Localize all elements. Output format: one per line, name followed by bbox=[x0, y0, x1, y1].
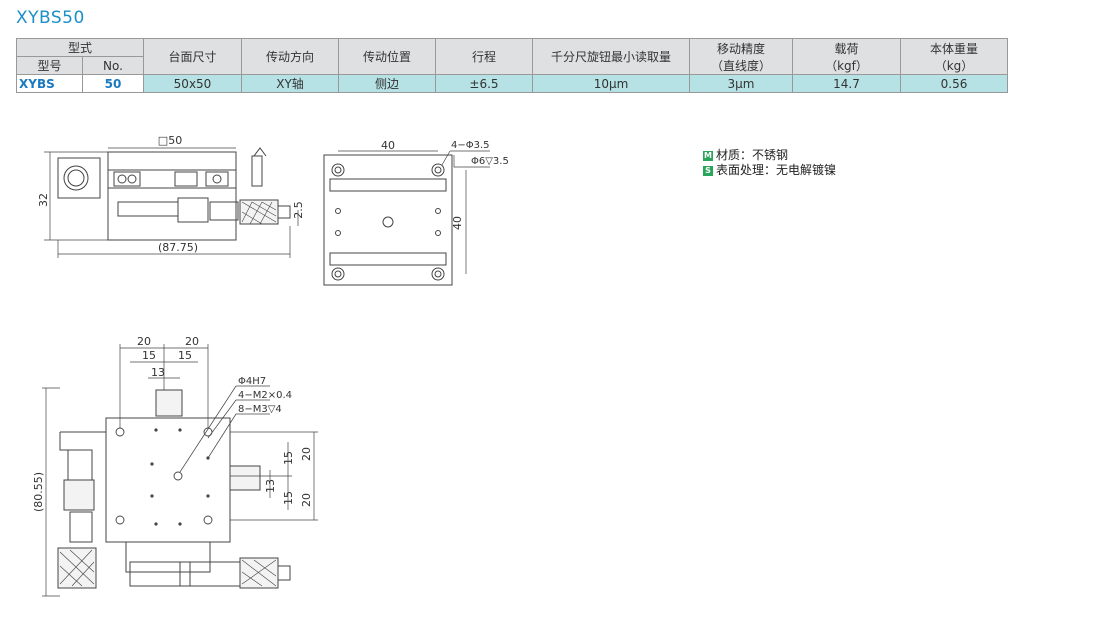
right-dim-15a: 15 bbox=[282, 451, 295, 465]
center-pin-hole bbox=[173, 471, 183, 481]
cell-position: 侧边 bbox=[338, 74, 436, 93]
surface-text: 表面处理：无电解镀镍 bbox=[716, 163, 837, 177]
knob-circle bbox=[63, 165, 89, 191]
right-dim-20a: 20 bbox=[300, 447, 313, 461]
center-hole bbox=[382, 216, 394, 228]
top-knob bbox=[155, 389, 183, 417]
side-view-drawing: □50 32 2.5 (87.75) bbox=[37, 134, 305, 258]
cell-part-number: XYBS bbox=[16, 74, 83, 93]
left-dim-total: (80.55) bbox=[32, 472, 45, 512]
right-dim-20b: 20 bbox=[300, 493, 313, 507]
front-hole-label-1: 4−Φ3.5 bbox=[451, 140, 490, 151]
top-view-drawing: 20 20 15 15 13 Φ4H7 4−M2×0.4 8−M3▽4 15 2… bbox=[32, 335, 318, 597]
cell-load: 14.7 bbox=[792, 74, 901, 93]
col-accuracy: 移动精度（直线度） bbox=[689, 38, 793, 75]
type-group-header: 型式 bbox=[16, 38, 144, 57]
surface-badge: S bbox=[703, 165, 713, 176]
cell-table-size: 50x50 bbox=[143, 74, 242, 93]
callout-m3-holes: 8−M3▽4 bbox=[238, 404, 282, 415]
col-weight: 本体重量（kg） bbox=[900, 38, 1008, 75]
dim-total-label: (87.75) bbox=[158, 241, 198, 254]
table-row: XYBS 50 50x50 XY轴 侧边 ±6.5 10μm 3μm 14.7 … bbox=[16, 74, 1008, 93]
top-dim-13: 13 bbox=[151, 366, 165, 379]
knob-inner bbox=[67, 169, 85, 187]
front-hole-label-2: Φ6▽3.5 bbox=[471, 156, 509, 167]
cell-micrometer: 10μm bbox=[532, 74, 690, 93]
material-note: M 材质：不锈钢 bbox=[703, 148, 836, 163]
col-direction: 传动方向 bbox=[241, 38, 339, 75]
cell-accuracy: 3μm bbox=[689, 74, 793, 93]
product-title: XYBS50 bbox=[16, 8, 85, 28]
micrometer-knurl bbox=[239, 199, 279, 225]
cell-no: 50 bbox=[82, 74, 144, 93]
surface-note: S 表面处理：无电解镀镍 bbox=[703, 163, 836, 178]
top-dim-20b: 20 bbox=[185, 335, 199, 348]
callout-pin-hole: Φ4H7 bbox=[238, 376, 266, 387]
front-top-dim: 40 bbox=[381, 139, 395, 152]
stage-body-outline bbox=[107, 151, 237, 241]
top-dim-20a: 20 bbox=[137, 335, 151, 348]
knob-housing bbox=[57, 157, 101, 199]
dim-height-label: 32 bbox=[37, 193, 50, 207]
col-table-size: 台面尺寸 bbox=[143, 38, 242, 75]
col-part-number: 型号 bbox=[16, 56, 83, 75]
col-stroke: 行程 bbox=[435, 38, 533, 75]
right-dim-13: 13 bbox=[264, 479, 277, 493]
front-side-dim: 40 bbox=[451, 216, 464, 230]
dim-offset-label: 2.5 bbox=[292, 201, 305, 219]
top-dim-15b: 15 bbox=[178, 349, 192, 362]
col-load: 载荷（kgf） bbox=[792, 38, 901, 75]
cell-stroke: ±6.5 bbox=[435, 74, 533, 93]
col-micrometer: 千分尺旋钮最小读取量 bbox=[532, 38, 690, 75]
top-plate-outline bbox=[105, 417, 231, 543]
col-no: No. bbox=[82, 56, 144, 75]
spec-table: 型式 台面尺寸 传动方向 传动位置 行程 千分尺旋钮最小读取量 移动精度（直线度… bbox=[16, 38, 1008, 93]
right-dim-15b: 15 bbox=[282, 491, 295, 505]
dim-width-label: □50 bbox=[158, 134, 182, 147]
spec-notes: M 材质：不锈钢 S 表面处理：无电解镀镍 bbox=[703, 148, 836, 178]
material-badge: M bbox=[703, 150, 713, 161]
micrometer-barrel bbox=[117, 201, 179, 217]
col-position: 传动位置 bbox=[338, 38, 436, 75]
cell-direction: XY轴 bbox=[241, 74, 339, 93]
callout-m2-holes: 4−M2×0.4 bbox=[238, 390, 292, 401]
top-dim-15a: 15 bbox=[142, 349, 156, 362]
material-text: 材质：不锈钢 bbox=[716, 148, 789, 162]
plate-outline bbox=[323, 154, 453, 286]
cell-weight: 0.56 bbox=[900, 74, 1008, 93]
front-view-drawing: 40 40 4−Φ3.5 Φ6▽3.5 bbox=[323, 139, 509, 286]
